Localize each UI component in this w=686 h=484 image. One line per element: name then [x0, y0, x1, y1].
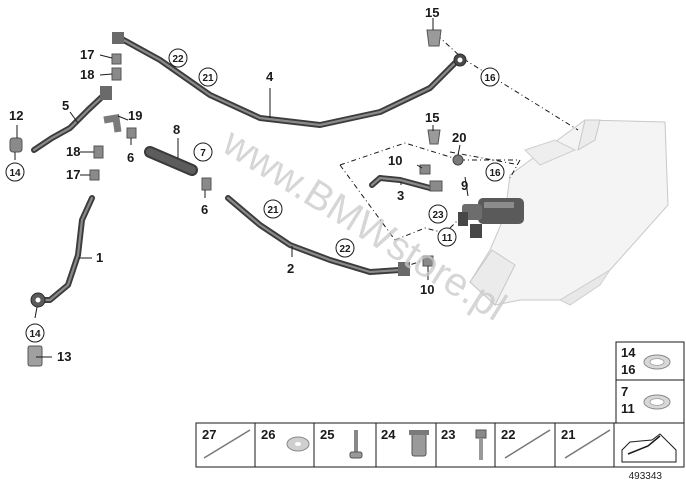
- svg-text:16: 16: [484, 73, 496, 84]
- circled-callout-14: 14: [5, 162, 25, 182]
- callout-13: 13: [57, 349, 71, 364]
- circled-callout-16: 16: [480, 67, 500, 87]
- strip-label-22: 22: [501, 427, 515, 442]
- circled-callout-14: 14: [25, 323, 45, 343]
- circled-callouts: 22 21 16 14 7 16 21 23: [5, 48, 505, 343]
- callout-17: 17: [80, 47, 94, 62]
- pump-assembly: [458, 198, 524, 238]
- reference-number: 493343: [629, 471, 663, 482]
- strip-label-23: 23: [441, 427, 455, 442]
- callout-18: 18: [66, 144, 80, 159]
- callout-10: 10: [388, 153, 402, 168]
- callout-19: 19: [128, 108, 142, 123]
- hose-3: [369, 175, 433, 191]
- callout-6: 6: [201, 202, 208, 217]
- callout-15: 15: [425, 110, 439, 125]
- strip-label-21: 21: [561, 427, 575, 442]
- washer-label-14: 14: [621, 345, 636, 360]
- leader-lines: [14, 18, 469, 358]
- svg-text:11: 11: [442, 233, 453, 244]
- callout-18: 18: [80, 67, 94, 82]
- circled-callout-22: 22: [168, 48, 188, 68]
- hose-4: [112, 32, 467, 128]
- circled-callout-21: 21: [263, 199, 283, 219]
- hardware-strip: 27 26 25 24 23 22 21: [195, 422, 685, 468]
- callout-2: 2: [287, 261, 294, 276]
- svg-text:7: 7: [200, 148, 206, 159]
- callout-8: 8: [173, 122, 180, 137]
- circled-callout-16: 16: [485, 162, 505, 182]
- circled-callout-21: 21: [198, 67, 218, 87]
- strip-label-27: 27: [202, 427, 216, 442]
- callout-20: 20: [452, 130, 466, 145]
- washer-label-16: 16: [621, 362, 635, 377]
- washer-label-11: 11: [621, 401, 635, 416]
- callout-10: 10: [420, 282, 434, 297]
- hose-2: [225, 195, 410, 276]
- callout-9: 9: [461, 178, 468, 193]
- strip-label-26: 26: [261, 427, 275, 442]
- callout-17: 17: [66, 167, 80, 182]
- svg-text:21: 21: [202, 73, 214, 84]
- strip-label-24: 24: [381, 427, 396, 442]
- circled-callout-7: 7: [193, 142, 213, 162]
- strip-label-25: 25: [320, 427, 334, 442]
- hose-1: [30, 195, 95, 308]
- hose-5: [31, 86, 112, 153]
- callout-1: 1: [96, 250, 103, 265]
- svg-text:22: 22: [339, 244, 351, 255]
- fittings: [9, 29, 464, 367]
- circled-callout-22: 22: [335, 238, 355, 258]
- callout-3: 3: [397, 188, 404, 203]
- svg-text:16: 16: [489, 168, 501, 179]
- callout-6: 6: [127, 150, 134, 165]
- svg-text:23: 23: [432, 210, 444, 221]
- svg-text:14: 14: [29, 329, 41, 340]
- callout-labels: 17 18 12 5 19 6 18 17 1 8 6 13 4 2 3 15 …: [9, 5, 468, 364]
- svg-text:21: 21: [267, 205, 279, 216]
- circled-callout-23: 23: [428, 204, 448, 224]
- svg-text:14: 14: [9, 168, 21, 179]
- svg-text:22: 22: [172, 54, 184, 65]
- callout-12: 12: [9, 108, 23, 123]
- navigation-arrow-icon: [621, 433, 677, 463]
- callout-4: 4: [266, 69, 274, 84]
- washer-panel: 14 16 7 11: [615, 341, 685, 424]
- washer-label-7: 7: [621, 384, 628, 399]
- intake-duct: [469, 119, 669, 306]
- callout-15: 15: [425, 5, 439, 20]
- callout-5: 5: [62, 98, 69, 113]
- circled-callout-11: 11: [437, 227, 457, 247]
